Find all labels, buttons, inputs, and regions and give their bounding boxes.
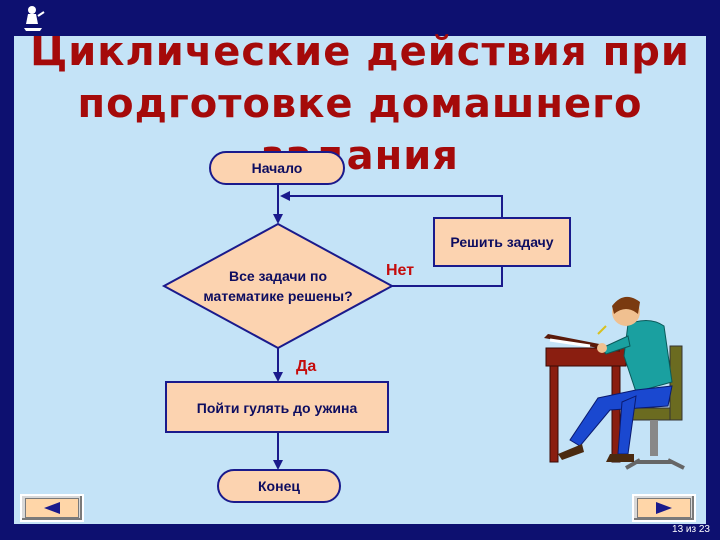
branch-yes-label: Да <box>296 358 317 375</box>
start-label: Начало <box>251 160 303 176</box>
connector-loop-back <box>282 195 503 218</box>
loop-action-box <box>433 217 571 267</box>
page-counter: 13 из 23 <box>672 524 710 535</box>
arrow-head <box>280 191 290 201</box>
arrow-left-icon <box>44 502 60 514</box>
condition-diamond <box>161 222 395 350</box>
connector-no-branch <box>392 266 503 287</box>
end-terminal <box>217 469 341 503</box>
arrow-head <box>273 372 283 382</box>
student-illustration <box>544 296 685 470</box>
arrow-head <box>273 214 283 224</box>
yes-action-label: Пойти гулять до ужина <box>196 400 358 416</box>
condition-label: Все задачи по математике решены? <box>203 268 353 304</box>
arrow-head <box>273 460 283 470</box>
next-slide-button[interactable] <box>632 494 696 522</box>
speaker-icon[interactable] <box>20 4 46 32</box>
end-label: Конец <box>258 478 300 494</box>
loop-action-label: Решить задачу <box>450 234 554 250</box>
branch-no-label: Нет <box>386 262 415 279</box>
arrow-right-icon <box>656 502 672 514</box>
prev-slide-button[interactable] <box>20 494 84 522</box>
yes-action-box <box>165 381 389 433</box>
start-terminal <box>209 151 345 185</box>
